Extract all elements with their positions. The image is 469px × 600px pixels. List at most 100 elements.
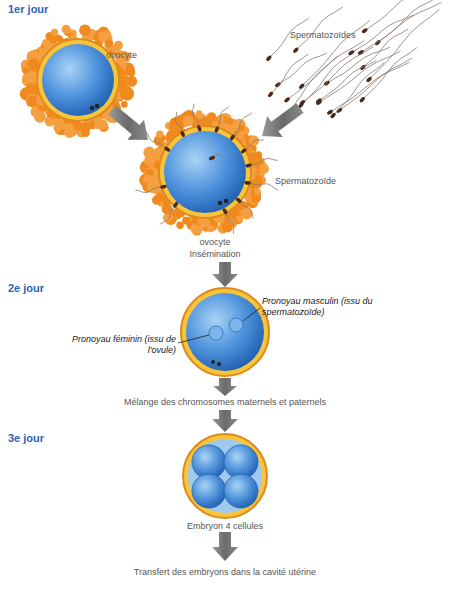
follicle-cell bbox=[218, 115, 224, 121]
male-pronucleus bbox=[229, 318, 243, 332]
sperm-tail bbox=[217, 107, 229, 130]
sperm-tail bbox=[302, 47, 373, 103]
sperm-tail bbox=[175, 112, 182, 134]
process-arrow bbox=[212, 410, 238, 432]
follicle-cell bbox=[182, 217, 190, 225]
embryo bbox=[188, 439, 262, 513]
corona-radiata bbox=[139, 110, 269, 236]
follicle-cell bbox=[183, 116, 194, 127]
zona-pellucida bbox=[183, 434, 267, 518]
sperm-tail bbox=[369, 9, 439, 79]
sperm-tail bbox=[351, 15, 414, 53]
sperm-tail bbox=[363, 29, 408, 67]
follicle-cell bbox=[81, 128, 90, 137]
sperm-tail bbox=[232, 113, 252, 138]
polar-body bbox=[217, 362, 221, 366]
sperm-head bbox=[323, 80, 330, 86]
sperm-head bbox=[222, 208, 228, 215]
sperm-head bbox=[315, 97, 322, 104]
zona-pellucida bbox=[181, 288, 269, 376]
follicle-cell bbox=[121, 101, 128, 108]
follicle-cell bbox=[254, 188, 261, 195]
follicle-cell bbox=[144, 175, 153, 184]
sperm-head bbox=[267, 91, 274, 98]
sperm-tail bbox=[248, 183, 278, 190]
process-arrow bbox=[213, 378, 237, 396]
sperm-tail bbox=[146, 131, 168, 149]
sperm-tail bbox=[296, 7, 343, 50]
day-label: 2e jour bbox=[8, 283, 98, 294]
zygote bbox=[186, 293, 264, 371]
sperm-tail bbox=[239, 200, 254, 218]
cell-label: Embryon 4 cellules bbox=[150, 521, 300, 532]
sperm-tail bbox=[192, 104, 199, 129]
follicle-cell bbox=[97, 120, 108, 131]
sperm-head bbox=[197, 125, 202, 132]
follicle-cell bbox=[227, 118, 233, 124]
callout-label: Pronoyau féminin (issu de l'ovule) bbox=[58, 334, 176, 356]
oocyte bbox=[164, 131, 246, 213]
follicle-cell bbox=[251, 178, 262, 189]
sperm-tail bbox=[271, 54, 308, 94]
follicle-cell bbox=[222, 221, 234, 233]
sperm-head bbox=[172, 201, 178, 208]
oocyte bbox=[42, 44, 114, 116]
sperm-head bbox=[208, 155, 215, 161]
sperm-head bbox=[366, 76, 373, 83]
follicle-cell bbox=[79, 24, 91, 36]
sperm-head bbox=[235, 197, 242, 204]
follicle-cell bbox=[238, 132, 245, 139]
step-label: Insémination bbox=[160, 249, 270, 260]
cell-label: ovocyte bbox=[106, 50, 166, 61]
follicle-cell bbox=[259, 164, 269, 174]
follicle-cell bbox=[102, 30, 111, 39]
sperm-tail bbox=[278, 53, 327, 85]
sperm-head bbox=[245, 163, 252, 168]
leader-line bbox=[243, 308, 260, 321]
sperm-tail bbox=[225, 211, 234, 234]
sperm-head bbox=[283, 96, 290, 103]
sperm-tail bbox=[249, 159, 279, 166]
step-label: Transfert des embryons dans la cavité ut… bbox=[90, 567, 360, 578]
sperm-tail bbox=[319, 51, 400, 102]
cell-label: Spermatozoïde bbox=[275, 176, 375, 187]
follicle-cell bbox=[51, 29, 58, 36]
follicle-cell bbox=[225, 221, 231, 227]
process-arrows bbox=[108, 103, 303, 561]
polar-body bbox=[224, 199, 228, 203]
sperm-tail bbox=[287, 41, 364, 100]
follicle-cell bbox=[27, 99, 34, 106]
polar-body bbox=[218, 201, 222, 205]
sperm-head bbox=[359, 96, 366, 103]
cell-label: Spermatozoïdes bbox=[290, 30, 400, 41]
spermatozoa bbox=[135, 0, 441, 234]
follicle-cell bbox=[105, 39, 113, 47]
follicle-cell bbox=[62, 25, 71, 34]
sperm-head bbox=[244, 181, 251, 185]
callout-label: Pronoyau masculin (issu du spermatozoïde… bbox=[262, 296, 402, 318]
sperm-tail bbox=[160, 205, 176, 225]
process-arrow bbox=[108, 105, 148, 140]
female-pronucleus bbox=[209, 326, 223, 340]
sperm-head bbox=[361, 27, 368, 34]
sperm-head bbox=[160, 184, 167, 189]
blastomere bbox=[224, 474, 258, 508]
follicle-cell bbox=[156, 131, 163, 138]
leader-line bbox=[178, 335, 209, 343]
sperm-tail bbox=[327, 47, 390, 83]
sperm-head bbox=[330, 112, 337, 119]
sperm-head bbox=[240, 148, 247, 155]
follicle-cell bbox=[207, 225, 214, 232]
cell-label: ovocyte bbox=[160, 237, 270, 248]
sperm-head bbox=[274, 81, 281, 88]
sperm-tail bbox=[319, 61, 377, 101]
day-label: 1er jour bbox=[8, 4, 98, 15]
day-label: 3e jour bbox=[8, 433, 98, 444]
sperm-head bbox=[265, 55, 272, 62]
sperm-head bbox=[292, 47, 299, 54]
follicle-cell bbox=[26, 83, 37, 94]
sperm-head bbox=[229, 134, 236, 141]
process-arrow bbox=[212, 262, 238, 287]
sperm-tail bbox=[244, 140, 264, 151]
sperm-tail bbox=[365, 0, 427, 31]
